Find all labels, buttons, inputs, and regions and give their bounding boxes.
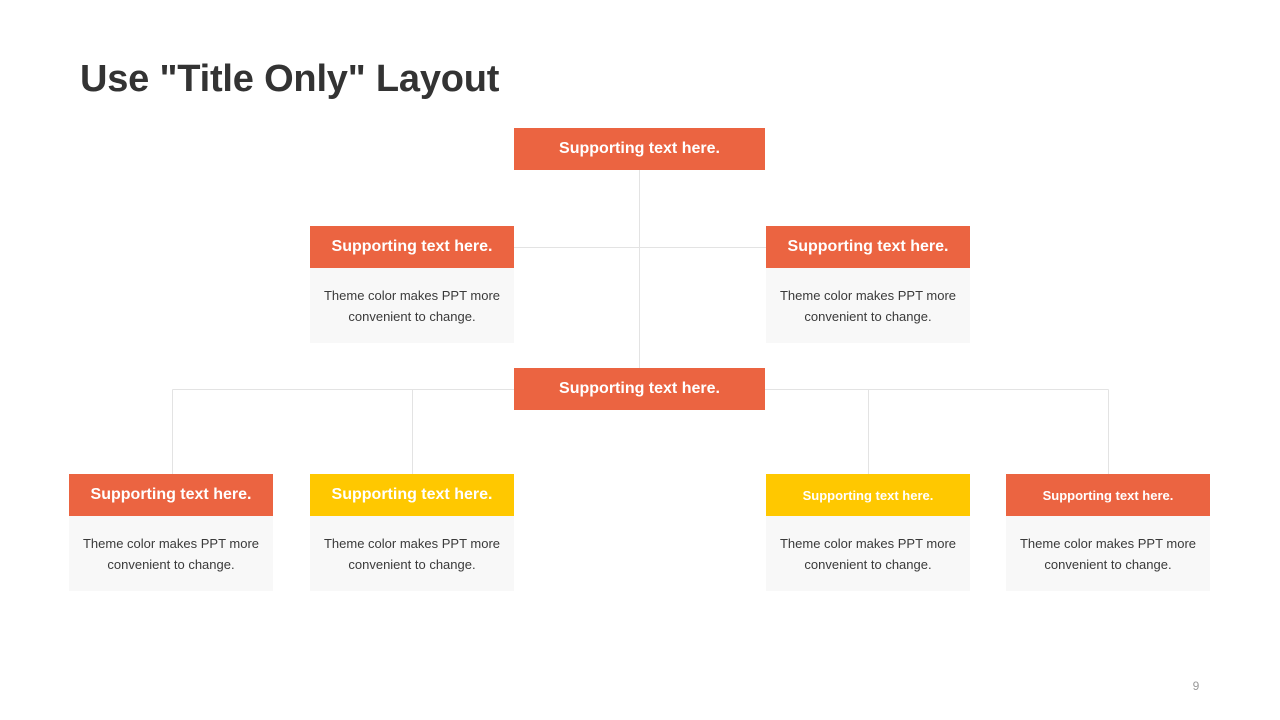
node-header: Supporting text here. xyxy=(69,474,273,516)
level1-node-left: Supporting text here. Theme color makes … xyxy=(310,226,514,343)
node-description: Theme color makes PPT more convenient to … xyxy=(69,516,273,591)
node-description-line: convenient to change. xyxy=(107,556,235,572)
level2-node-2: Supporting text here. Theme color makes … xyxy=(310,474,514,591)
page-number: 9 xyxy=(1192,679,1200,693)
node-description-line: Theme color makes PPT more xyxy=(1019,535,1197,551)
level2-node-3: Supporting text here. Theme color makes … xyxy=(766,474,970,591)
node-description: Theme color makes PPT more convenient to … xyxy=(766,268,970,343)
node-description-line: convenient to change. xyxy=(348,556,476,572)
node-description: Theme color makes PPT more convenient to … xyxy=(766,516,970,591)
level2-node-1: Supporting text here. Theme color makes … xyxy=(69,474,273,591)
node-description-line: convenient to change. xyxy=(348,308,476,324)
slide-title: Use "Title Only" Layout xyxy=(80,58,500,100)
level2-node-4: Supporting text here. Theme color makes … xyxy=(1006,474,1210,591)
node-description-line: Theme color makes PPT more xyxy=(779,535,957,551)
node-header: Supporting text here. xyxy=(766,226,970,268)
node-description: Theme color makes PPT more convenient to … xyxy=(1006,516,1210,591)
node-description: Theme color makes PPT more convenient to … xyxy=(310,268,514,343)
node-header: Supporting text here. xyxy=(310,226,514,268)
level1-node-right: Supporting text here. Theme color makes … xyxy=(766,226,970,343)
node-header: Supporting text here. xyxy=(766,474,970,516)
node-description-line: convenient to change. xyxy=(804,556,932,572)
node-description-line: Theme color makes PPT more xyxy=(82,535,260,551)
node-header: Supporting text here. xyxy=(1006,474,1210,516)
node-description-line: Theme color makes PPT more xyxy=(779,287,957,303)
root-node: Supporting text here. xyxy=(514,128,765,170)
node-description: Theme color makes PPT more convenient to … xyxy=(310,516,514,591)
node-description-line: convenient to change. xyxy=(1044,556,1172,572)
node-description-line: Theme color makes PPT more xyxy=(323,287,501,303)
hub-node: Supporting text here. xyxy=(514,368,765,410)
node-header: Supporting text here. xyxy=(310,474,514,516)
node-description-line: convenient to change. xyxy=(804,308,932,324)
node-description-line: Theme color makes PPT more xyxy=(323,535,501,551)
